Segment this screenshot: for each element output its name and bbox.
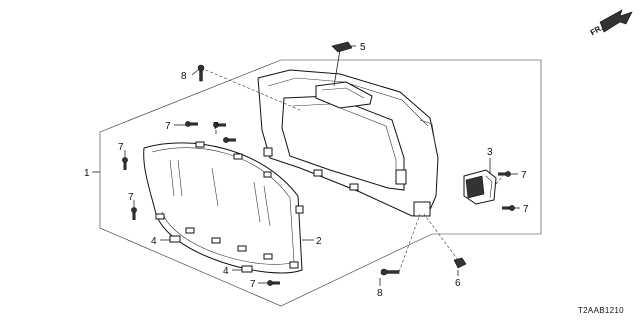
- callout-3: 3: [487, 147, 493, 158]
- meter-housing: [257, 69, 439, 217]
- assembly-outline: [99, 59, 542, 307]
- callout-1: 1: [84, 168, 90, 179]
- front-arrow-icon: [599, 9, 633, 33]
- front-indicator: FR.: [589, 9, 633, 37]
- screw-icon: [122, 64, 515, 286]
- callout-7c: 7: [118, 142, 124, 153]
- nut-icon: [453, 257, 467, 269]
- callout-4b: 4: [223, 266, 229, 277]
- callout-8b: 8: [377, 288, 383, 299]
- leader-lines: [92, 45, 520, 286]
- callout-8a: 8: [181, 71, 187, 82]
- diagram-code: T2AAB1210: [578, 306, 624, 315]
- callout-6: 6: [455, 278, 461, 289]
- callout-7f: 7: [521, 170, 527, 181]
- callout-5: 5: [360, 42, 366, 53]
- clip-icon: [331, 41, 353, 87]
- meter-lens: [143, 141, 304, 274]
- callout-7a: 7: [165, 121, 171, 132]
- callout-2: 2: [316, 236, 322, 247]
- callout-labels: 1 2 3 4 4 5 6 7 7 7 7 7 7 7 8 8: [84, 42, 529, 299]
- callout-4a: 4: [151, 236, 157, 247]
- callout-7b: 7: [213, 121, 219, 132]
- callout-7e: 7: [250, 279, 256, 290]
- cushion-icon: [169, 235, 253, 273]
- connector-module: [463, 169, 497, 205]
- callout-7g: 7: [523, 204, 529, 215]
- callout-7d: 7: [128, 192, 134, 203]
